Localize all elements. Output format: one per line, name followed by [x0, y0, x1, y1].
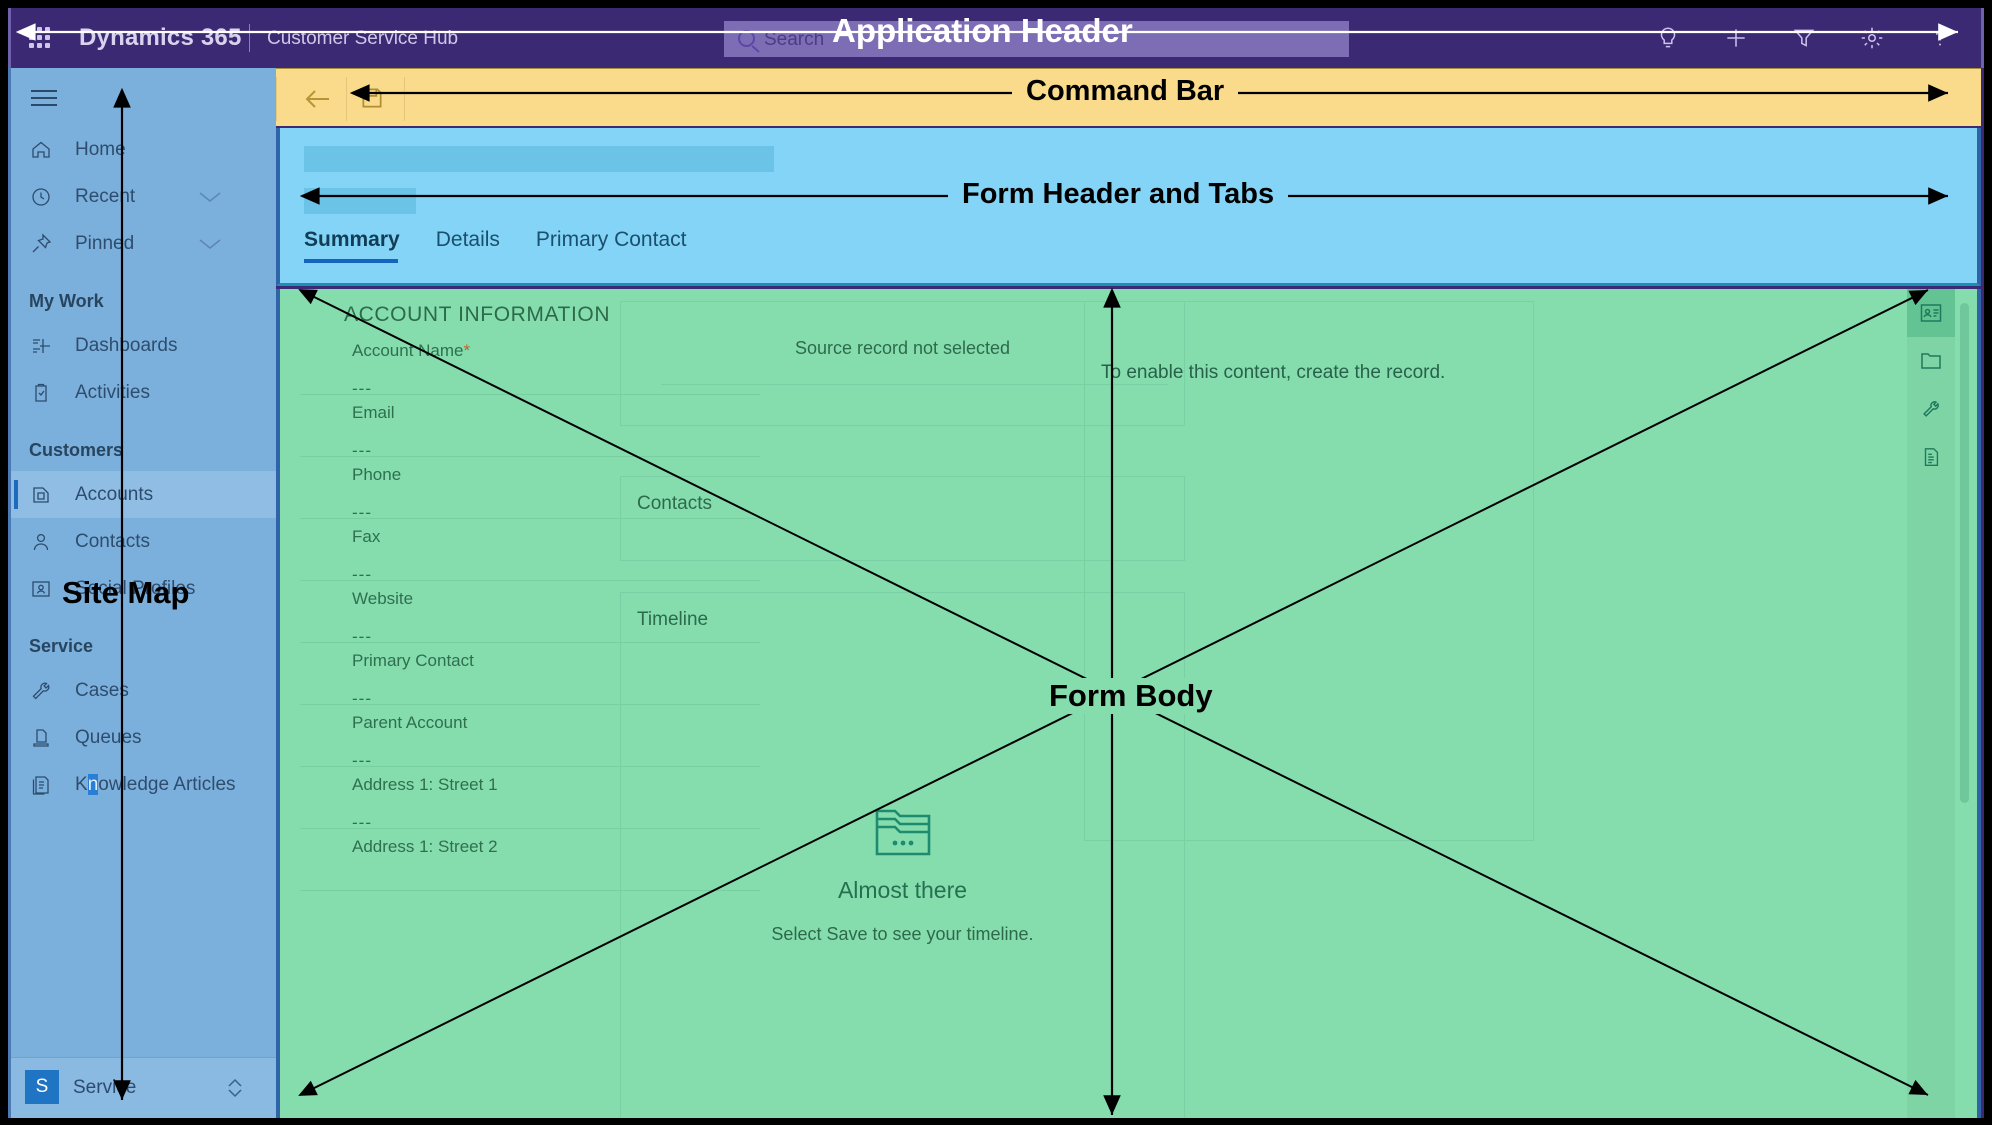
sidebar-item-social-profiles[interactable]: Social Profiles [11, 565, 279, 612]
chevron-down-icon[interactable] [197, 189, 223, 210]
annotation-label-form-header: Form Header and Tabs [948, 178, 1289, 211]
sidebar-item-knowledge-articles[interactable]: Knowledge Articles [11, 761, 279, 808]
tab-primary-contact[interactable]: Primary Contact [535, 228, 687, 251]
right-icon-rail [1907, 289, 1955, 1118]
tab-details[interactable]: Details [435, 228, 500, 251]
site-map-list: Home Recent Pinned [11, 126, 279, 808]
related-content-panel: To enable this content, create the recor… [1084, 301, 1534, 841]
plus-icon[interactable] [1723, 25, 1749, 51]
annotation-label-app-header: Application Header [832, 12, 1133, 49]
app-name-label: Customer Service Hub [267, 28, 459, 49]
nav-group-title-service: Service [29, 636, 94, 656]
annotation-label-command-bar: Command Bar [1012, 75, 1239, 108]
clock-icon [29, 184, 59, 210]
form-tab-list: Summary Details Primary Contact [304, 228, 686, 263]
sidebar-item-contacts[interactable]: Contacts [11, 518, 279, 565]
text-selection-highlight: n [87, 773, 99, 795]
folder-icon[interactable] [1907, 337, 1955, 385]
sidebar-item-pinned[interactable]: Pinned [11, 220, 279, 267]
nav-group-title-my-work: My Work [29, 291, 104, 311]
timeline-empty-message: Select Save to see your timeline. [771, 924, 1034, 944]
sidebar-item-label: Social Profiles [75, 577, 196, 599]
hamburger-icon[interactable] [31, 90, 57, 108]
sidebar-item-cases[interactable]: Cases [11, 667, 279, 714]
annotation-label-form-body: Form Body [1037, 678, 1225, 714]
gear-icon[interactable] [1859, 25, 1885, 51]
site-map-nav: Home Recent Pinned [8, 68, 279, 1118]
wrench-icon[interactable] [1907, 385, 1955, 433]
sidebar-item-queues[interactable]: Queues [11, 714, 279, 761]
search-placeholder: Search [764, 29, 825, 50]
app-switcher-label: Service [73, 1077, 137, 1098]
folder-ellipsis-icon [871, 803, 935, 859]
sidebar-item-home[interactable]: Home [11, 126, 279, 173]
search-icon [738, 30, 755, 47]
sidebar-item-dashboards[interactable]: Dashboards [11, 322, 279, 369]
document-icon[interactable] [1907, 433, 1955, 481]
sidebar-item-label-knowledge: Knowledge Articles [75, 773, 236, 795]
filter-icon[interactable] [1791, 25, 1817, 51]
contact-person-icon [29, 529, 59, 555]
article-icon [29, 772, 59, 798]
chevron-down-icon[interactable] [197, 236, 223, 257]
save-icon[interactable] [358, 85, 388, 111]
lightbulb-icon[interactable] [1655, 25, 1681, 51]
sidebar-item-activities[interactable]: Activities [11, 369, 279, 416]
accounts-icon [29, 482, 59, 508]
record-title-placeholder [304, 146, 774, 172]
header-icon-group [1655, 8, 1953, 68]
sidebar-item-accounts[interactable]: Accounts [11, 471, 279, 518]
help-icon[interactable] [1927, 25, 1953, 51]
wrench-icon [29, 678, 59, 704]
dashboard-icon [29, 333, 59, 359]
sidebar-item-label: Accounts [75, 483, 154, 505]
required-marker: * [463, 341, 471, 360]
annotation-label-site-map: Site Map [62, 575, 190, 610]
related-panel-message: To enable this content, create the recor… [1101, 362, 1446, 383]
record-subtitle-placeholder [304, 188, 416, 214]
queues-icon [29, 725, 59, 751]
social-profile-icon [29, 576, 59, 602]
dynamics-app-window: Dynamics 365 Customer Service Hub Search [8, 8, 1984, 1118]
sidebar-item-label: Home [75, 138, 126, 160]
sidebar-item-label: Dashboards [75, 334, 178, 356]
site-map-footer[interactable]: S Service [11, 1057, 279, 1118]
tab-summary[interactable]: Summary [304, 228, 400, 263]
sidebar-item-label: Activities [75, 381, 150, 403]
pin-icon [29, 231, 59, 257]
avatar: S [25, 1070, 59, 1104]
activities-icon [29, 380, 59, 406]
home-icon [29, 137, 59, 163]
sidebar-item-recent[interactable]: Recent [11, 173, 279, 220]
chevron-updown-icon[interactable] [223, 1075, 247, 1106]
back-arrow-icon[interactable] [292, 81, 344, 117]
sidebar-item-label: Queues [75, 726, 142, 748]
sidebar-item-label: Cases [75, 679, 129, 701]
sidebar-item-label: Pinned [75, 232, 135, 254]
waffle-grid-icon[interactable] [29, 27, 55, 49]
contact-card-icon[interactable] [1907, 289, 1955, 337]
nav-group-title-customers: Customers [29, 440, 124, 460]
vertical-scrollbar[interactable] [1960, 303, 1969, 803]
timeline-empty-heading: Almost there [837, 877, 968, 903]
sidebar-item-label: Contacts [75, 530, 150, 552]
brand-title[interactable]: Dynamics 365 [79, 24, 242, 51]
brand-divider [249, 24, 250, 52]
sidebar-item-label: Recent [75, 185, 136, 207]
